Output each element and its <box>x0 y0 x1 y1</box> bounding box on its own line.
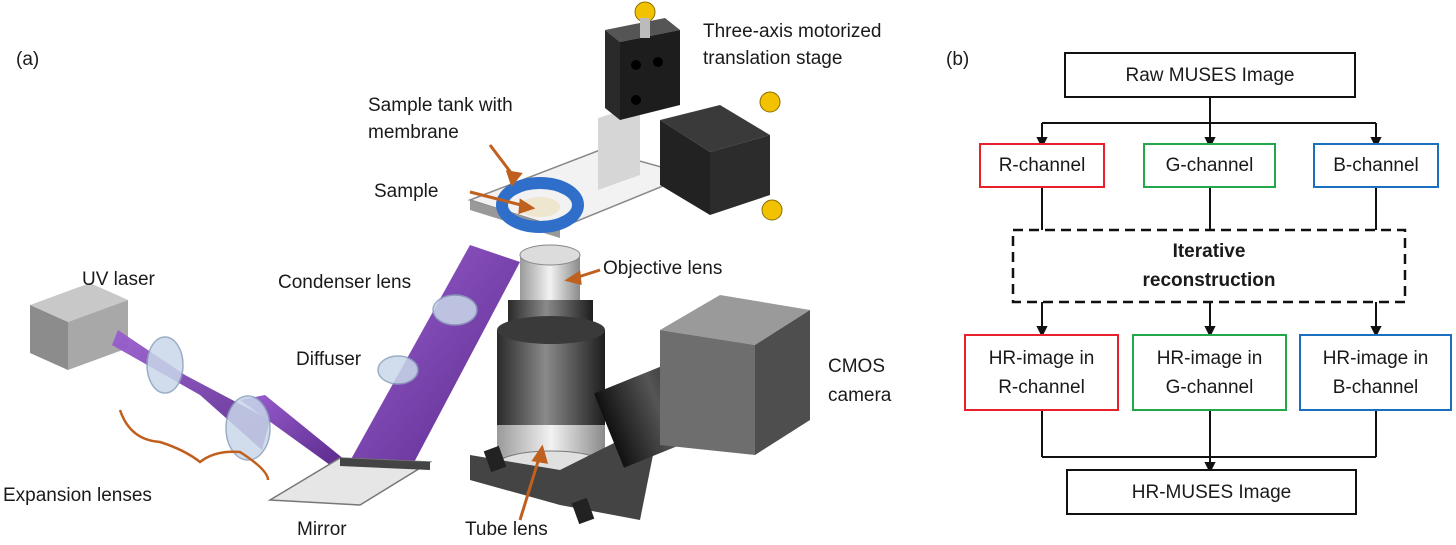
diffuser-label: Diffuser <box>296 349 362 370</box>
sample-tank-ring <box>496 177 584 233</box>
panel-b-tag: (b) <box>946 49 970 70</box>
sample-label: Sample <box>374 181 439 202</box>
condenser-label: Condenser lens <box>278 272 412 293</box>
hr-muses-box: HR-MUSES Image <box>1066 469 1357 515</box>
condenser-lens-element <box>432 294 478 326</box>
b-channel-box: B-channel <box>1313 143 1439 188</box>
uv-laser-body <box>30 283 128 370</box>
diffuser-element <box>377 355 419 385</box>
objective-label: Objective lens <box>603 258 723 279</box>
raw-muses-box: Raw MUSES Image <box>1064 52 1356 98</box>
hr-r-box: HR-image in R-channel <box>964 334 1119 411</box>
g-channel-box: G-channel <box>1143 143 1276 188</box>
translation-stage <box>598 1 783 221</box>
hr-b-box: HR-image in B-channel <box>1299 334 1452 411</box>
expansion-lens-1 <box>146 336 184 394</box>
tank-label: Sample tank with membrane <box>368 95 513 143</box>
cmos-camera-body <box>594 295 810 468</box>
cmos-label: CMOS camera <box>828 356 892 406</box>
r-channel-box: R-channel <box>979 143 1105 188</box>
expansion-label: Expansion lenses <box>3 485 152 506</box>
iterative-dashed-frame <box>1011 228 1407 304</box>
iterative-label: Iterative reconstruction <box>1142 241 1276 291</box>
hr-g-box: HR-image in G-channel <box>1132 334 1287 411</box>
beam-rising <box>345 245 520 470</box>
base-plate <box>470 420 660 520</box>
microscope-setup-illustration <box>30 1 810 525</box>
panel-a-tag: (a) <box>16 49 40 70</box>
stage-label: Three-axis motorized translation stage <box>703 21 882 69</box>
tube-label: Tube lens <box>465 519 548 540</box>
tube-arrow <box>518 454 542 521</box>
expansion-lens-2 <box>225 395 271 461</box>
uv-laser-label: UV laser <box>82 269 155 290</box>
expansion-bracket <box>118 409 270 481</box>
mirror-label: Mirror <box>297 519 347 540</box>
sample-specimen <box>520 197 560 217</box>
sample-arrow <box>469 190 526 208</box>
